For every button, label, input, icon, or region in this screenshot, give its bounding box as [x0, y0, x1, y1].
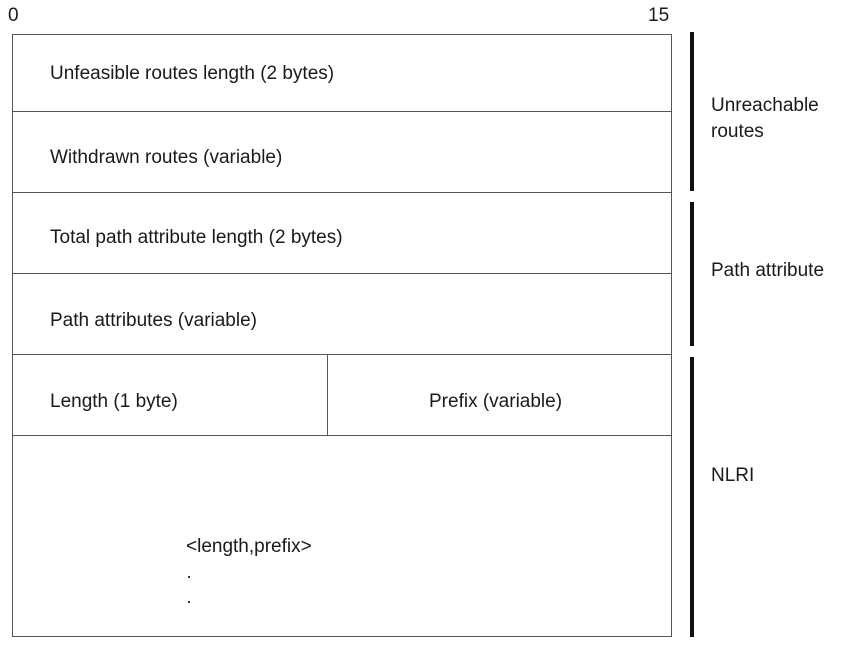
nlri-group-label: NLRI	[711, 465, 755, 486]
path-attributes-label: Path attributes (variable)	[50, 310, 257, 331]
bgp-update-message-frame: Unfeasible routes length (2 bytes) Withd…	[12, 34, 672, 637]
length-label: Length (1 byte)	[50, 391, 178, 412]
path-attribute-group-label: Path attribute	[711, 260, 825, 281]
total-path-attribute-length-label: Total path attribute length (2 bytes)	[50, 227, 343, 248]
unreachable-routes-group-label: Unreachable routes	[711, 95, 819, 142]
path-attributes-field: Path attributes (variable)	[13, 273, 671, 355]
withdrawn-routes-label: Withdrawn routes (variable)	[50, 147, 283, 168]
ellipsis-dot	[188, 576, 190, 578]
bit-scale-end: 15	[648, 5, 670, 26]
length-prefix-divider	[327, 354, 328, 435]
unreachable-routes-bracket	[690, 32, 694, 191]
unfeasible-routes-length-field: Unfeasible routes length (2 bytes)	[13, 35, 671, 112]
length-prefix-field-row: Length (1 byte) Prefix (variable)	[13, 354, 671, 436]
prefix-label: Prefix (variable)	[429, 391, 563, 412]
unfeasible-routes-length-label: Unfeasible routes length (2 bytes)	[50, 63, 335, 84]
total-path-attribute-length-field: Total path attribute length (2 bytes)	[13, 192, 671, 274]
length-prefix-tuple-label: <length,prefix>	[186, 536, 312, 557]
path-attribute-bracket	[690, 202, 694, 346]
nlri-bracket	[690, 357, 694, 637]
ellipsis-dot	[188, 601, 190, 603]
bit-scale-start: 0	[8, 5, 19, 26]
withdrawn-routes-field: Withdrawn routes (variable)	[13, 111, 671, 193]
nlri-tuples-area: <length,prefix>	[13, 435, 671, 636]
